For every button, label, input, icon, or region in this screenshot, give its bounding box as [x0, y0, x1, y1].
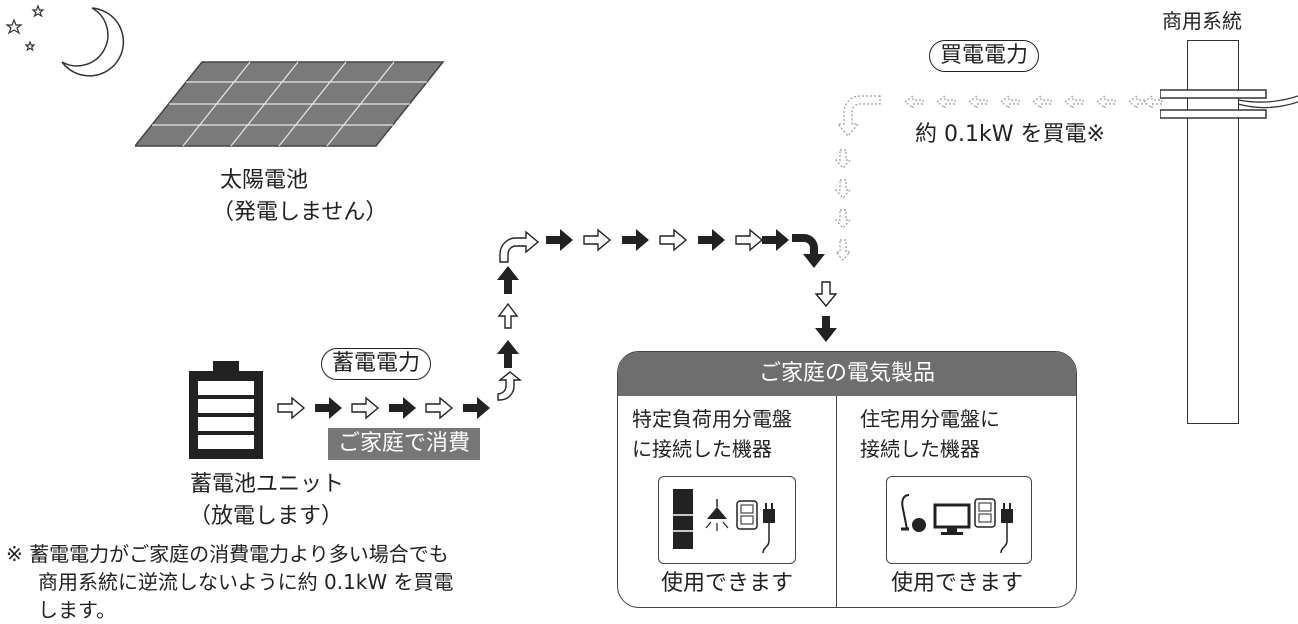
buy-power-label: 買電電力	[929, 40, 1040, 72]
footnote-line-3: します。	[38, 598, 116, 622]
right-usable-label: 使用できます	[890, 571, 1023, 596]
battery-icon	[189, 361, 263, 459]
outlet-icon	[974, 498, 996, 528]
solar-label: 太陽電池	[220, 168, 309, 193]
footnote-line-2: 商用系統に逆流しないように約 0.1kW を買電	[38, 570, 454, 594]
fridge-icon	[673, 489, 693, 549]
left-title-2: に接続した機器	[632, 437, 772, 461]
panel-title: ご家庭の電気製品	[618, 352, 1076, 396]
tv-icon	[933, 503, 971, 535]
buy-note: 約 0.1kW を買電※	[915, 122, 1105, 147]
moon-icon	[61, 7, 125, 77]
specific-load-column: 特定負荷用分電盤 に接続した機器	[618, 396, 837, 607]
specific-devices-box	[658, 476, 796, 564]
vacuum-icon	[901, 494, 926, 532]
right-title-1: 住宅用分電盤に	[860, 407, 1000, 431]
appliances-panel: ご家庭の電気製品 特定負荷用分電盤 に接続した機器	[617, 351, 1077, 608]
plug-icon	[762, 503, 775, 554]
solar-sub-label: （発電しません）	[212, 200, 388, 225]
right-title-2: 接続した機器	[860, 437, 980, 461]
footnote-line-1: ※ 蓄電電力がご家庭の消費電力より多い場合でも	[6, 542, 449, 566]
pole-crossarm-icon	[1160, 89, 1298, 119]
night-sky-icon	[5, 4, 125, 77]
plug-icon	[1000, 503, 1013, 554]
consume-label: ご家庭で消費	[328, 428, 481, 460]
storage-power-label: 蓄電電力	[321, 348, 432, 380]
battery-label: 蓄電池ユニット	[190, 472, 345, 497]
footnote: ※ 蓄電電力がご家庭の消費電力より多い場合でも 商用系統に逆流しないように約 0…	[6, 540, 453, 624]
home-devices-box	[886, 476, 1032, 564]
solar-panel-icon	[135, 61, 445, 147]
home-load-column: 住宅用分電盤に 接続した機器	[838, 396, 1076, 607]
left-title-1: 特定負荷用分電盤	[632, 407, 792, 431]
battery-sub-label: （放電します）	[189, 504, 344, 529]
lamp-icon	[705, 499, 729, 531]
star-icon	[5, 4, 45, 52]
utility-pole-icon	[1187, 40, 1239, 424]
grid-label: 商用系統	[1162, 9, 1242, 33]
outlet-icon	[736, 500, 758, 530]
left-usable-label: 使用できます	[660, 571, 793, 596]
